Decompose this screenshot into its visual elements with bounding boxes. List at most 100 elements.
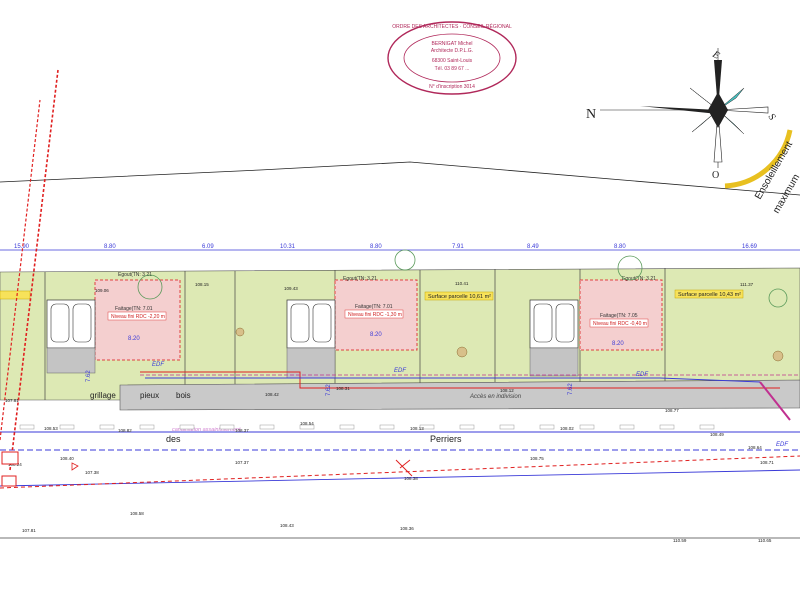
sun-arc xyxy=(724,129,793,189)
bottom-level: 110.65 xyxy=(758,538,772,543)
utility-line-red xyxy=(0,455,800,489)
level-box xyxy=(589,318,649,328)
spot-level: 108.02 xyxy=(560,426,574,431)
spot-level: 108.42 xyxy=(265,392,279,397)
spot-level: 108.37 xyxy=(235,428,249,433)
shrub-icon xyxy=(772,350,784,362)
depth-label: 8.20 xyxy=(128,336,140,342)
spot-level: 108.75 xyxy=(530,456,544,461)
bottom-level: 107.81 xyxy=(22,528,36,533)
surface-label: Surface parcelle 10,43 m² xyxy=(678,292,741,298)
side-dimension: 7.62 xyxy=(86,370,92,382)
spot-level: 107.37 xyxy=(235,460,249,465)
garage-3 xyxy=(529,299,579,349)
bottom-level: 110.59 xyxy=(673,538,687,543)
shared-access-road xyxy=(119,379,800,411)
side-dimension: 7.62 xyxy=(326,384,332,396)
spot-level: 108.77 xyxy=(665,408,679,413)
side-dimension: 7.62 xyxy=(568,383,574,395)
edf-label: EDF xyxy=(636,372,648,378)
spot-level: 108.40 xyxy=(60,456,74,461)
stamp-ring-text: ORDRE DES ARCHITECTES · CONSEIL RÉGIONAL xyxy=(392,23,512,30)
dimension-label: 8.80 xyxy=(614,244,626,250)
compass-o: O xyxy=(712,170,719,181)
car-icon xyxy=(72,303,92,343)
curb-blocks xyxy=(19,424,715,430)
spot-level: 108.31 xyxy=(336,386,350,391)
spot-level: 111.37 xyxy=(740,282,754,287)
bottom-level: 108.43 xyxy=(280,523,294,528)
dimension-label: 16.69 xyxy=(742,244,758,250)
property-boundary-north xyxy=(0,161,800,196)
egout-label: Egout(TN: 3.21 xyxy=(622,276,656,282)
stamp-name: BERNIGAT Michel xyxy=(432,41,473,47)
dimension-label: 15.90 xyxy=(14,244,30,250)
spot-level: 108.49 xyxy=(710,432,724,437)
niveau-label: Niveau fini RDC -2,20 m xyxy=(111,314,165,320)
canalisation-label: canalisation assainissement xyxy=(172,427,241,433)
dimension-label: 6.09 xyxy=(202,244,214,250)
bottom-level: 108.58 xyxy=(130,511,144,516)
dimension-label: 8.80 xyxy=(370,244,382,250)
shrub-icon xyxy=(235,327,245,337)
dimension-label: 8.49 xyxy=(527,244,539,250)
dimension-label: 8.80 xyxy=(104,244,116,250)
architect-stamp: ORDRE DES ARCHITECTES · CONSEIL RÉGIONAL… xyxy=(387,21,517,95)
left-utility-box xyxy=(1,451,19,487)
shrub-icons xyxy=(235,327,784,362)
niveau-label: Niveau fini RDC -1,30 m xyxy=(348,312,402,318)
car-icon xyxy=(50,303,70,343)
stamp-inscription: N° d'inscription 3014 xyxy=(429,84,475,90)
edf-label: EDF xyxy=(394,368,406,374)
edf-label: EDF xyxy=(776,442,788,448)
north-arrow-icon xyxy=(640,106,718,114)
edf-label: EDF xyxy=(152,362,164,368)
garage-1 xyxy=(46,299,96,349)
house-footprint xyxy=(579,279,663,351)
stamp-address: 68300 Saint-Louis xyxy=(432,58,473,64)
spot-level: 109.43 xyxy=(284,286,298,291)
depth-label: 8.20 xyxy=(370,332,382,338)
stamp-phone: Tél. 03 89 67 ... xyxy=(435,66,470,72)
spot-level: 108.15 xyxy=(195,282,209,287)
shrub-icon xyxy=(456,346,468,358)
spot-level: 107.81 xyxy=(5,398,19,403)
network-connection xyxy=(759,381,791,421)
network-line-blue xyxy=(145,377,761,383)
house-lot-2: Faitage(TN: 7.01 Niveau fini RDC -1,30 m… xyxy=(334,276,418,351)
dimension-label: 7.91 xyxy=(452,244,464,250)
dimension-labels: 15.90 8.80 6.09 10.31 8.80 7.91 8.49 8.8… xyxy=(14,244,758,250)
spot-level: 108.54 xyxy=(300,421,314,426)
egout-label: Egout(TN: 3.21 xyxy=(118,272,152,278)
spot-level: 109.06 xyxy=(95,288,109,293)
street-edge-line xyxy=(0,469,800,487)
surface-tags xyxy=(0,289,744,301)
spot-level: 108.13 xyxy=(410,426,424,431)
compass-s: S xyxy=(765,112,777,122)
house-lot-3: Faitage(TN: 7.05 Niveau fini RDC -0,40 m… xyxy=(579,276,663,351)
car-icon xyxy=(312,303,332,343)
spot-level: 107.38 xyxy=(85,470,99,475)
spot-level: 108.71 xyxy=(760,460,774,465)
fence-label-bois: bois xyxy=(176,391,191,400)
dimension-label: 10.31 xyxy=(280,244,296,250)
stamp-role: Architecte D.P.L.G. xyxy=(431,48,473,54)
power-line xyxy=(9,69,59,471)
driveways xyxy=(46,347,579,379)
triangle-marker-icon xyxy=(71,462,79,471)
egout-label: Egout(TN: 3.21 xyxy=(343,276,377,282)
tree-icon xyxy=(768,288,788,308)
fence-label-grillage: grillage xyxy=(90,391,116,400)
bottom-level: 108.36 xyxy=(400,526,414,531)
house-lot-1: Faitage(TN: 7.01 Niveau fini RDC -2,20 m… xyxy=(94,272,181,361)
tree-icon xyxy=(394,249,416,271)
depth-label: 8.20 xyxy=(612,341,624,347)
tree-icons xyxy=(137,249,788,308)
network-line-red xyxy=(140,371,780,389)
compass-e: E xyxy=(710,49,722,62)
compass-n: N xyxy=(586,107,596,122)
drain-symbol-icon xyxy=(395,459,413,477)
faitage-label: Faitage(TN: 7.01 xyxy=(115,306,153,312)
spot-level: 108.82 xyxy=(118,428,132,433)
